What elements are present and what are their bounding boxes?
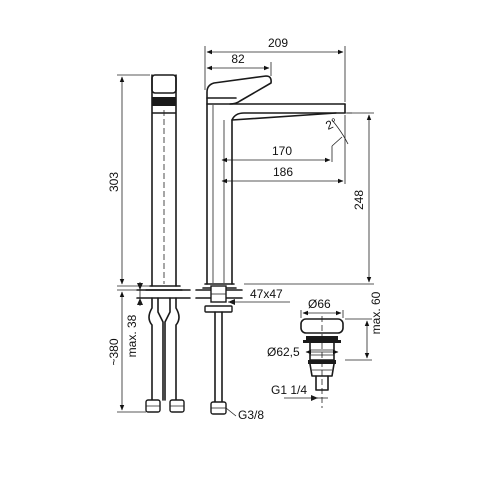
dim-82-label: 82	[231, 52, 245, 66]
dim-380-label: ~380	[107, 338, 121, 365]
front-view: 209 82 2° 170 186 248 47x47 G3/8	[195, 36, 374, 422]
dim-g38-leader	[225, 407, 237, 417]
dim-g114-label: G1 1/4	[271, 383, 307, 397]
dim-303-label: 303	[107, 172, 121, 192]
dim-209-label: 209	[268, 36, 288, 50]
front-body	[206, 103, 346, 285]
side-hose-right	[175, 297, 180, 401]
side-hose-inner-left	[157, 297, 164, 401]
dim-g38-label: G3/8	[238, 408, 264, 422]
front-lever	[206, 75, 272, 105]
side-lever-band	[152, 97, 176, 106]
side-lever-cap	[151, 74, 177, 94]
dim-d66-label: Ø66	[308, 297, 331, 311]
drain-tail	[315, 375, 329, 391]
front-washer	[204, 305, 233, 313]
dim-186-label: 186	[273, 165, 293, 179]
dim-cutout-label: 47x47	[250, 287, 283, 301]
dim-d625-label: Ø62,5	[267, 345, 300, 359]
dim-max38-label: max. 38	[125, 314, 139, 357]
front-spout-bottom	[231, 112, 337, 121]
side-view: 303 ~380 max. 38	[107, 74, 191, 413]
drain-flange	[306, 336, 338, 340]
angle-label: 2°	[323, 115, 339, 133]
dim-170-label: 170	[272, 144, 292, 158]
drain-nut	[309, 363, 335, 377]
front-shank	[214, 311, 223, 403]
side-hose-left	[148, 297, 153, 401]
dim-248-label: 248	[352, 190, 366, 210]
side-hose-inner-right	[164, 297, 171, 401]
dim-max60-label: max. 60	[369, 291, 383, 334]
drain-view: Ø66 max. 60 Ø62,5 G1 1/4	[267, 291, 383, 408]
